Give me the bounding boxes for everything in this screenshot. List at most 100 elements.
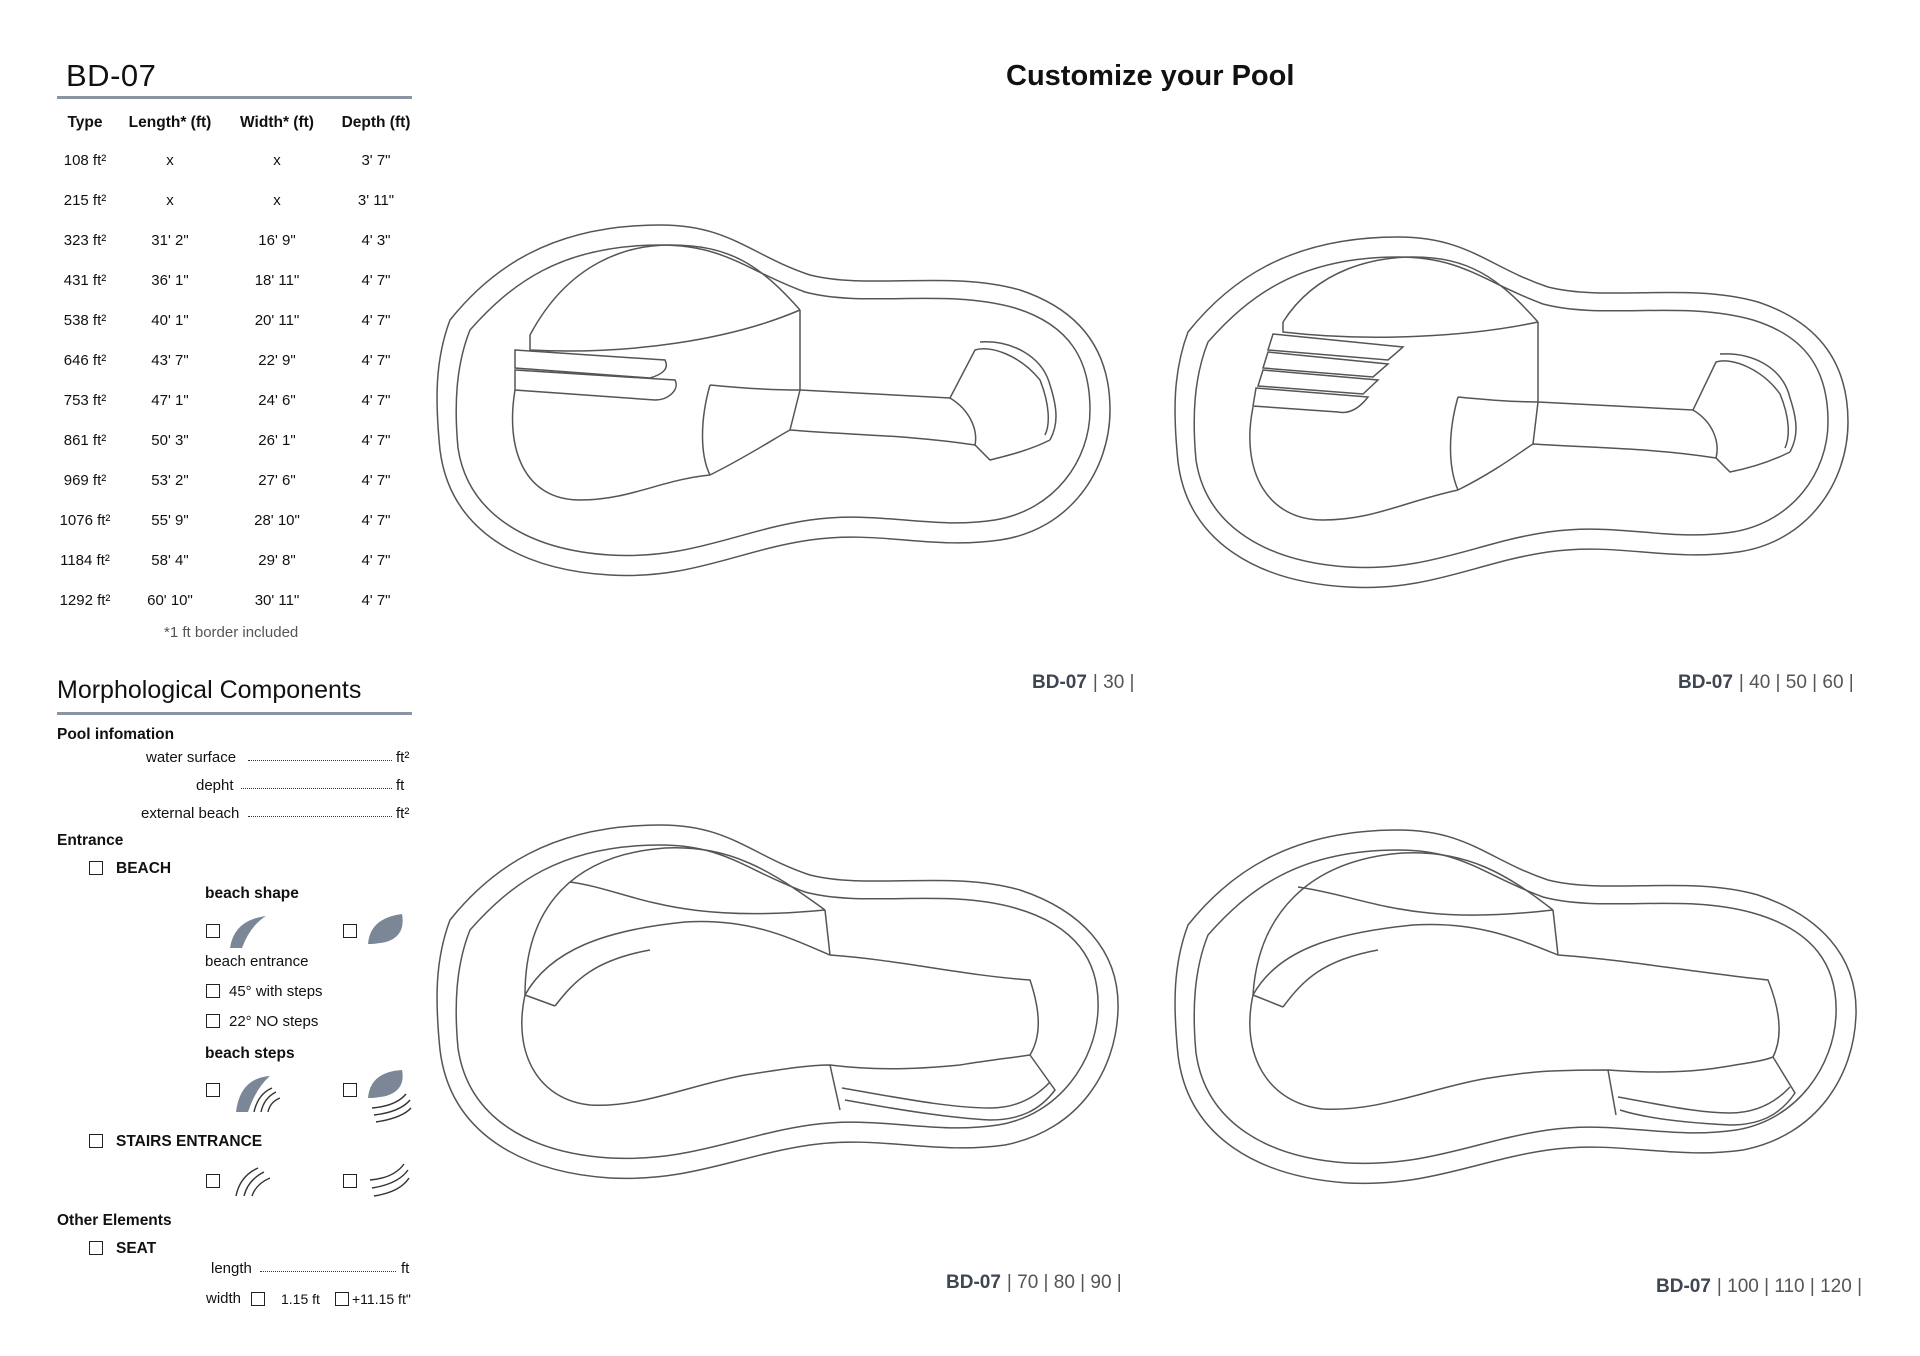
water-surface-field[interactable] bbox=[248, 760, 392, 761]
stairs-entrance-checkbox[interactable] bbox=[89, 1134, 103, 1148]
caption-30: BD-07| 30 | bbox=[1032, 672, 1134, 694]
caption-70-90: BD-07| 70 | 80 | 90 | bbox=[946, 1272, 1122, 1294]
table-cell: x bbox=[273, 191, 281, 209]
pool-drawing-70-90 bbox=[436, 824, 1119, 1180]
depth-field[interactable] bbox=[241, 788, 392, 789]
table-cell: 29' 8" bbox=[258, 551, 296, 569]
depth-label: depht bbox=[196, 777, 234, 794]
table-row: 323 ft² 31' 2" 16' 9" 4' 3" bbox=[54, 220, 422, 260]
water-surface-label: water surface bbox=[146, 749, 237, 766]
stairs-full-checkbox[interactable] bbox=[343, 1174, 357, 1188]
table-cell: 4' 7" bbox=[361, 271, 391, 289]
caption-40-60: BD-07| 40 | 50 | 60 | bbox=[1678, 672, 1854, 694]
model-title: BD-07 bbox=[66, 58, 157, 93]
table-row: 1292 ft² 60' 10" 30' 11" 4' 7" bbox=[54, 580, 422, 620]
beach-steps-full-icon bbox=[368, 1070, 412, 1123]
table-cell: 4' 7" bbox=[361, 431, 391, 449]
entrance-label: Entrance bbox=[57, 832, 124, 849]
table-cell: 108 ft² bbox=[63, 151, 107, 169]
beach-steps-quarter-checkbox[interactable] bbox=[206, 1083, 220, 1097]
beach-steps-full-checkbox[interactable] bbox=[343, 1083, 357, 1097]
beach-shape-full-checkbox[interactable] bbox=[343, 924, 357, 938]
table-header-row: Type Length* (ft) Width* (ft) Depth (ft) bbox=[54, 106, 422, 140]
seat-width-2-label: +11.15 ft" bbox=[352, 1291, 411, 1307]
spec-table: Type Length* (ft) Width* (ft) Depth (ft)… bbox=[54, 106, 422, 620]
beach-shape-quarter-checkbox[interactable] bbox=[206, 924, 220, 938]
seat-width-2-checkbox[interactable] bbox=[335, 1292, 349, 1306]
seat-length-label: length bbox=[211, 1260, 252, 1277]
beach-shape-full-icon bbox=[368, 914, 403, 944]
seat-checkbox[interactable] bbox=[89, 1241, 103, 1255]
pool-drawing-100-120 bbox=[1174, 829, 1857, 1185]
table-cell: 60' 10" bbox=[147, 591, 193, 609]
table-cell: 538 ft² bbox=[63, 311, 107, 329]
opt-22-checkbox[interactable] bbox=[206, 1014, 220, 1028]
opt-45-label: 45° with steps bbox=[229, 983, 323, 1000]
caption-40-60-sizes: | 40 | 50 | 60 | bbox=[1738, 672, 1854, 693]
opt-45-checkbox[interactable] bbox=[206, 984, 220, 998]
seat-label: SEAT bbox=[116, 1240, 157, 1257]
external-beach-label: external beach bbox=[141, 805, 240, 822]
beach-shape-quarter-icon bbox=[230, 916, 266, 948]
beach-shape-label: beach shape bbox=[205, 885, 299, 902]
table-cell: 4' 3" bbox=[361, 231, 391, 249]
table-cell: 36' 1" bbox=[151, 271, 189, 289]
table-cell: 4' 7" bbox=[361, 591, 391, 609]
beach-steps-quarter-icon bbox=[236, 1076, 281, 1113]
table-cell: 4' 7" bbox=[361, 351, 391, 369]
table-cell: 323 ft² bbox=[63, 231, 107, 249]
page-title: Customize your Pool bbox=[1006, 60, 1295, 92]
table-cell: 16' 9" bbox=[258, 231, 296, 249]
table-cell: 58' 4" bbox=[151, 551, 189, 569]
table-row: 431 ft² 36' 1" 18' 11" 4' 7" bbox=[54, 260, 422, 300]
table-cell: 47' 1" bbox=[151, 391, 189, 409]
title-rule bbox=[57, 96, 412, 99]
col-length: Length* (ft) bbox=[128, 114, 212, 131]
seat-width-1-checkbox[interactable] bbox=[251, 1292, 265, 1306]
table-cell: 40' 1" bbox=[151, 311, 189, 329]
seat-length-field[interactable] bbox=[260, 1271, 396, 1272]
caption-100-120-sizes: | 100 | 110 | 120 | bbox=[1716, 1276, 1863, 1297]
external-beach-field[interactable] bbox=[248, 816, 392, 817]
stairs-quarter-checkbox[interactable] bbox=[206, 1174, 220, 1188]
beach-checkbox[interactable] bbox=[89, 861, 103, 875]
beach-label: BEACH bbox=[116, 860, 172, 877]
table-cell: 646 ft² bbox=[63, 351, 107, 369]
table-cell: 969 ft² bbox=[63, 471, 107, 489]
table-cell: 18' 11" bbox=[254, 271, 300, 289]
beach-steps-label: beach steps bbox=[205, 1045, 295, 1062]
table-cell: 20' 11" bbox=[254, 311, 300, 329]
caption-100-120: BD-07| 100 | 110 | 120 | bbox=[1656, 1276, 1862, 1298]
table-cell: 4' 7" bbox=[361, 511, 391, 529]
external-beach-unit: ft² bbox=[396, 805, 410, 822]
table-cell: 30' 11" bbox=[254, 591, 300, 609]
pool-info-label: Pool infomation bbox=[57, 726, 175, 743]
table-cell: 215 ft² bbox=[63, 191, 107, 209]
beach-entrance-label: beach entrance bbox=[205, 953, 309, 970]
table-cell: 3' 11" bbox=[357, 191, 395, 209]
table-cell: 431 ft² bbox=[63, 271, 107, 289]
table-cell: 31' 2" bbox=[151, 231, 189, 249]
pool-drawing-30 bbox=[436, 224, 1111, 577]
table-cell: 50' 3" bbox=[151, 431, 189, 449]
stairs-quarter-icon bbox=[235, 1167, 271, 1197]
col-type: Type bbox=[67, 114, 103, 131]
pool-drawing-40-60 bbox=[1174, 236, 1849, 589]
table-cell: 861 ft² bbox=[63, 431, 107, 449]
caption-100-120-model: BD-07 bbox=[1656, 1276, 1711, 1297]
caption-70-90-model: BD-07 bbox=[946, 1272, 1001, 1293]
table-cell: 22' 9" bbox=[258, 351, 296, 369]
caption-30-sizes: | 30 | bbox=[1092, 672, 1135, 693]
table-cell: 4' 7" bbox=[361, 391, 391, 409]
table-cell: 753 ft² bbox=[63, 391, 107, 409]
col-depth: Depth (ft) bbox=[341, 114, 411, 131]
table-cell: 1292 ft² bbox=[59, 591, 111, 609]
table-cell: 4' 7" bbox=[361, 471, 391, 489]
table-cell: 4' 7" bbox=[361, 551, 391, 569]
table-cell: x bbox=[166, 151, 174, 169]
caption-30-model: BD-07 bbox=[1032, 672, 1087, 693]
